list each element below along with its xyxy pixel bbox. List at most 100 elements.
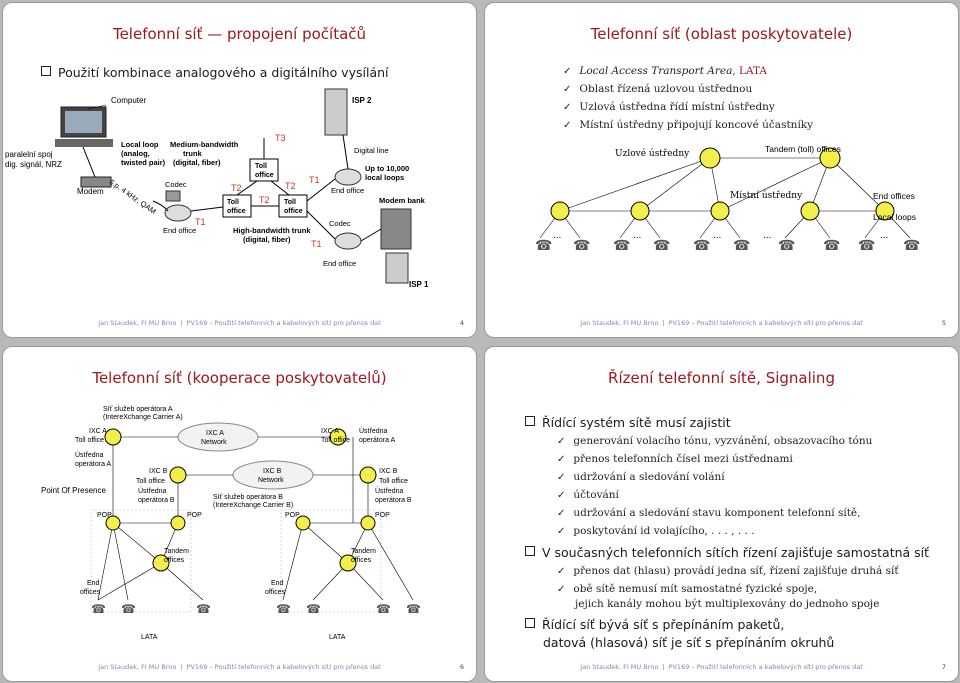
- codec-icon: [165, 190, 181, 202]
- node: [295, 515, 311, 531]
- toll-office-1-l1: Toll: [227, 199, 239, 206]
- pop-2: POP: [187, 512, 202, 519]
- end-office-label-rt: End office: [331, 186, 364, 195]
- end-office-right-bottom: [334, 232, 362, 250]
- pop-3: POP: [285, 512, 300, 519]
- phone-icon: ☎: [653, 237, 670, 253]
- tandem-label: Tandem (toll) offices: [765, 144, 841, 154]
- bullet-1: Řídící systém sítě musí zajistit: [525, 415, 731, 430]
- end-l-2: offices: [80, 589, 101, 596]
- network-b-l2: (InterеXchange Carrier B): [213, 502, 293, 509]
- footer-author: Jan Staudek, FI MU Brno: [580, 319, 659, 327]
- node: [169, 466, 187, 484]
- ixc-b-toll-l1: IXC B: [149, 468, 168, 475]
- dots: ...: [880, 230, 888, 241]
- modem-bank-icon: [380, 208, 412, 250]
- page-number: 5: [941, 319, 946, 327]
- node: [339, 554, 357, 572]
- item-1-suffix: , LATA: [732, 65, 767, 77]
- ixc-b-toll2-l2: Toll office: [379, 478, 408, 485]
- tandem-node-1: [699, 147, 721, 169]
- b2-cont: jejich kanály mohou být multiplexovány d…: [575, 598, 880, 610]
- phone-icon: ☎: [276, 602, 291, 616]
- phone-icon: ☎: [778, 237, 795, 253]
- ixc-b-toll-l2: Toll office: [136, 478, 165, 485]
- ustredna-a-r-l1: Ústředna: [359, 426, 388, 435]
- slide-title: Telefonní síť (kooperace poskytovatelů): [92, 369, 387, 387]
- end-office-left: [164, 204, 192, 222]
- b1-item-6: poskytování id volajícího, . . . , . . .: [557, 525, 754, 537]
- digital-line-label: Digital line: [354, 146, 389, 155]
- lata-right: LATA: [329, 634, 346, 641]
- phone-icon: ☎: [306, 602, 321, 616]
- dots: ...: [633, 230, 641, 241]
- footer-author: Jan Staudek, FI MU Brno: [98, 663, 177, 671]
- pop-4: POP: [375, 512, 390, 519]
- footer: Jan Staudek, FI MU Brno|PV169 – Použití …: [98, 663, 464, 671]
- end-office-label-rb: End office: [323, 259, 356, 268]
- bullet-2: V současných telefonních sítích řízení z…: [525, 545, 929, 560]
- dots: ...: [763, 230, 771, 241]
- rotated-label: š.p. 4 kHz, QAM: [108, 177, 158, 216]
- page-number: 6: [459, 663, 464, 671]
- ixc-a-toll2-l2: Toll office: [321, 437, 350, 444]
- computer-label: Computer: [111, 96, 146, 105]
- local-loop-l1: Local loop: [121, 140, 159, 149]
- ixc-a-network-l2: Network: [201, 439, 227, 446]
- modem-icon: [80, 176, 112, 188]
- ixc-a-network-l1: IXC A: [206, 430, 224, 437]
- slide-7: Řízení telefonní sítě, Signaling Řídící …: [484, 346, 959, 682]
- ustredna-a-l2: operátora A: [75, 461, 112, 468]
- local-node: [630, 201, 650, 221]
- ixc-b-network-cloud: [232, 460, 314, 490]
- dots: ...: [713, 230, 721, 241]
- footer-course: PV169 – Použití telefonních a kabelových…: [668, 663, 863, 671]
- bullet-3-cont: datová (hlasová) síť je síť s přepínáním…: [543, 635, 835, 650]
- b1-item-5: udržování a sledování stavu komponent te…: [557, 507, 860, 519]
- node: [152, 554, 170, 572]
- phone-icon: ☎: [121, 602, 136, 616]
- network-diagram: Computer paralelní spoj dig. signál, NRZ…: [5, 88, 429, 289]
- slide-6: Telefonní síť (kooperace poskytovatelů): [2, 346, 477, 682]
- slide-title: Telefonní síť — propojení počítačů: [112, 25, 367, 43]
- toll-office-2-l1: Toll: [255, 163, 267, 170]
- toll-office-2-l2: office: [255, 172, 274, 179]
- toll-office-3-l2: office: [284, 208, 303, 215]
- tandem-node-2: [819, 147, 841, 169]
- medium-l2: trunk: [183, 149, 203, 158]
- ustredna-b-r-l1: Ústředna: [375, 486, 404, 495]
- footer: Jan Staudek, FI MU Brno|PV169 – Použití …: [580, 319, 946, 327]
- toll-office-1-l2: office: [227, 208, 246, 215]
- local-node: [710, 201, 730, 221]
- phone-icon: ☎: [573, 237, 590, 253]
- footer-author: Jan Staudek, FI MU Brno: [580, 663, 659, 671]
- high-l1: High-bandwidth trunk: [233, 226, 311, 235]
- end-office-label-left: End office: [163, 226, 196, 235]
- local-node: [550, 201, 570, 221]
- ustredna-b-l2: operátora B: [138, 497, 175, 504]
- phone-icon: ☎: [376, 602, 391, 616]
- item-2: Oblast řízená uzlovou ústřednou: [563, 83, 752, 95]
- slide-title: Telefonní síť (oblast poskytovatele): [590, 25, 853, 43]
- isp1-label: ISP 1: [409, 280, 429, 289]
- phone-icon: ☎: [196, 602, 211, 616]
- local-loop-l2: (analog,: [121, 149, 150, 158]
- local-loops-label: Local loops: [873, 212, 916, 222]
- tandem-l-1: Tandem: [164, 548, 189, 555]
- toll-office-3-l1: Toll: [284, 199, 296, 206]
- phone-icon: ☎: [406, 602, 421, 616]
- ixc-b-toll2-l1: IXC B: [379, 468, 398, 475]
- lata-diagram: ☎☎ ☎☎ ☎☎ ☎☎ ☎☎ ... ... ... ... ... Uzlov…: [535, 144, 920, 253]
- upto-l1: Up to 10,000: [365, 164, 409, 173]
- t1-label-c: T1: [311, 239, 322, 249]
- slide-5: Telefonní síť (oblast poskytovatele) Loc…: [484, 2, 959, 338]
- ustredna-a-l1: Ústředna: [75, 450, 104, 459]
- b2-item-2: obě sítě nemusí mít samostatné fyzické s…: [557, 583, 817, 595]
- side-label-2: dig. signál, NRZ: [5, 160, 62, 169]
- b1-item-1: generování volacího tónu, vyzvánění, obs…: [557, 435, 872, 447]
- b1-item-4: účtování: [557, 489, 619, 501]
- footer: Jan Staudek, FI MU Brno|PV169 – Použití …: [98, 319, 464, 327]
- dots: ...: [553, 230, 561, 241]
- bullet: Použití kombinace analogového a digitáln…: [41, 65, 389, 80]
- footer-course: PV169 – Použití telefonních a kabelových…: [186, 663, 381, 671]
